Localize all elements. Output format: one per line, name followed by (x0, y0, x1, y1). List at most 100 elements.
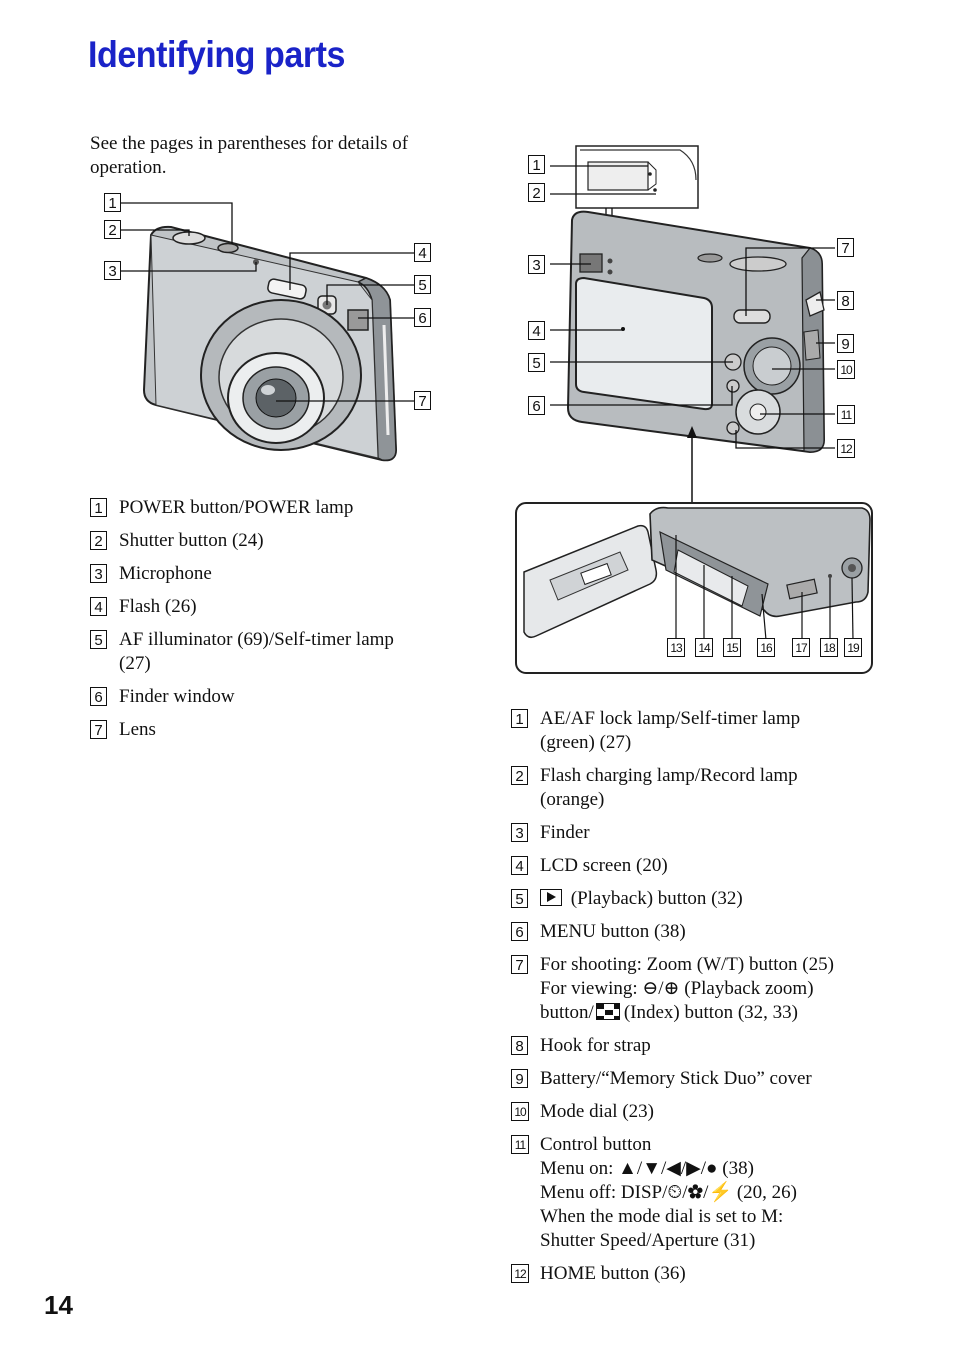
item-text: Control button (540, 1134, 652, 1155)
item-text: Menu off: DISP/⏲/✿/⚡ (20, 26) (540, 1182, 798, 1203)
back-callout-5: 5 (528, 353, 545, 372)
list-item: 6 MENU button (38) (511, 920, 911, 944)
front-parts-list: 1 POWER button/POWER lamp 2 Shutter button… (90, 496, 460, 751)
item-number: 1 (90, 498, 107, 517)
item-text: Shutter Speed/Aperture (31) (540, 1230, 756, 1251)
item-text: Hook for strap (540, 1035, 651, 1056)
item-text: AF illuminator (69)/Self-timer lamp (119, 629, 394, 650)
list-item: 9 Battery/“Memory Stick Duo” cover (511, 1067, 911, 1091)
item-number: 1 (511, 709, 528, 728)
item-number: 2 (511, 766, 528, 785)
item-text: LCD screen (20) (540, 855, 668, 876)
item-text: Flash (26) (119, 596, 197, 617)
back-callout-4: 4 (528, 321, 545, 340)
back-callout-9: 9 (837, 334, 854, 353)
list-item: 12 HOME button (36) (511, 1262, 911, 1286)
item-number: 6 (90, 687, 107, 706)
index-icon (595, 1003, 620, 1020)
item-text: Finder (540, 822, 590, 843)
list-item: 8 Hook for strap (511, 1034, 911, 1058)
item-text: (Playback) button (32) (540, 887, 911, 911)
back-callout-1: 1 (528, 155, 545, 174)
playback-icon (540, 889, 562, 906)
list-item: 5 AF illuminator (69)/Self-timer lamp (27) (90, 628, 460, 676)
back-camera-illustration (515, 145, 873, 674)
item-text-inner: button/ (540, 1002, 594, 1023)
item-number: 7 (511, 955, 528, 974)
item-number: 9 (511, 1069, 528, 1088)
item-number: 5 (90, 630, 107, 649)
item-number: 7 (90, 720, 107, 739)
intro-text: See the pages in parentheses for details… (90, 133, 409, 178)
back-callout-10: 10 (837, 360, 855, 379)
callout-1: 1 (104, 193, 121, 212)
back-callout-8: 8 (837, 291, 854, 310)
item-text: When the mode dial is set to M: (540, 1206, 784, 1227)
list-item: 5 (Playback) button (32) (511, 887, 911, 911)
back-callout-7: 7 (837, 238, 854, 257)
item-number: 4 (90, 597, 107, 616)
list-item: 4 Flash (26) (90, 595, 460, 619)
bottom-callout-16: 16 (757, 638, 775, 657)
callout-2: 2 (104, 220, 121, 239)
item-text: Lens (119, 719, 156, 740)
list-item: 4 LCD screen (20) (511, 854, 911, 878)
item-text: Shutter button (24) (119, 530, 264, 551)
back-parts-list: 1 AE/AF lock lamp/Self-timer lamp (green) … (511, 707, 911, 1295)
item-number: 4 (511, 856, 528, 875)
item-text: Mode dial (23) (540, 1101, 654, 1122)
list-item: 2 Shutter button (24) (90, 529, 460, 553)
back-callout-3: 3 (528, 255, 545, 274)
bottom-callout-19: 19 (844, 638, 862, 657)
item-text: MENU button (38) (540, 921, 686, 942)
bottom-callout-15: 15 (723, 638, 741, 657)
item-number: 5 (511, 889, 528, 908)
bottom-callout-13: 13 (667, 638, 685, 657)
item-number: 11 (511, 1135, 529, 1154)
item-number: 2 (90, 531, 107, 550)
item-text-inner: (Playback) button (32) (570, 888, 743, 909)
back-callout-12: 12 (837, 439, 855, 458)
list-item: 1 AE/AF lock lamp/Self-timer lamp (green) … (511, 707, 911, 755)
page-number: 14 (44, 1290, 73, 1320)
item-text: (orange) (540, 789, 605, 810)
item-text: HOME button (36) (540, 1263, 686, 1284)
back-callout-2: 2 (528, 183, 545, 202)
item-text: (green) (27) (540, 732, 632, 753)
item-number: 10 (511, 1102, 529, 1121)
list-item: 3 Finder (511, 821, 911, 845)
list-item: 6 Finder window (90, 685, 460, 709)
list-item: 10 Mode dial (23) (511, 1100, 911, 1124)
callout-3: 3 (104, 261, 121, 280)
bottom-callout-18: 18 (820, 638, 838, 657)
back-callout-11: 11 (837, 405, 855, 424)
back-callout-6: 6 (528, 396, 545, 415)
item-text: AE/AF lock lamp/Self-timer lamp (540, 708, 801, 729)
front-camera-illustration (121, 202, 414, 462)
item-number: 3 (511, 823, 528, 842)
item-text: Finder window (119, 686, 235, 707)
item-number: 6 (511, 922, 528, 941)
item-text: Flash charging lamp/Record lamp (540, 765, 798, 786)
callout-4: 4 (414, 243, 431, 262)
item-text: (27) (119, 653, 151, 674)
list-item: 2 Flash charging lamp/Record lamp (orange) (511, 764, 911, 812)
item-number: 8 (511, 1036, 528, 1055)
item-text: button/ (Index) button (32, 33) (540, 1001, 911, 1025)
item-text-inner: (Index) button (32, 33) (623, 1002, 798, 1023)
callout-5: 5 (414, 275, 431, 294)
list-item: 1 POWER button/POWER lamp (90, 496, 460, 520)
item-text: POWER button/POWER lamp (119, 497, 354, 518)
item-text: Microphone (119, 563, 212, 584)
bottom-callout-17: 17 (792, 638, 810, 657)
item-text: For shooting: Zoom (W/T) button (25) (540, 954, 834, 975)
item-number: 12 (511, 1264, 529, 1283)
bottom-callout-14: 14 (695, 638, 713, 657)
list-item: 7 Lens (90, 718, 460, 742)
list-item: 7 For shooting: Zoom (W/T) button (25) For… (511, 953, 911, 1025)
item-text: For viewing: ⊖/⊕ (Playback zoom) (540, 978, 814, 999)
item-text: Battery/“Memory Stick Duo” cover (540, 1068, 812, 1089)
callout-7: 7 (414, 391, 431, 410)
